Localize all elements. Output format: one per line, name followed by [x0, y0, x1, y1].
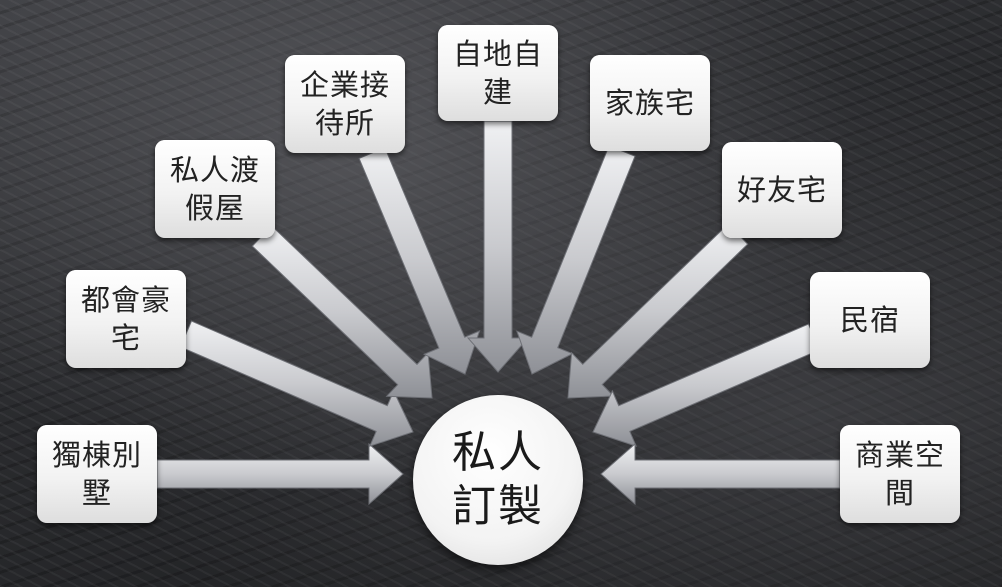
node-sirendujiawu: 私人渡假屋: [155, 140, 275, 238]
arrow-dudongbieshu: [156, 442, 404, 506]
arrow-duhuihaozhai: [179, 320, 414, 447]
node-label: 家族宅: [604, 86, 695, 120]
node-label: 都會豪宅: [80, 283, 171, 355]
node-label: 企業接待所: [299, 68, 390, 140]
center-circle: 私人訂製: [413, 395, 583, 565]
node-label: 商業空間: [854, 438, 945, 510]
node-haoyouzhai: 好友宅: [722, 142, 842, 238]
arrow-qiyejiedaisuo: [358, 146, 481, 375]
node-dudongbieshu: 獨棟別墅: [37, 425, 157, 523]
node-label: 獨棟別墅: [51, 438, 142, 510]
node-duhuihaozhai: 都會豪宅: [66, 270, 186, 368]
node-label: 自地自建: [452, 37, 543, 109]
arrow-jiazuzhai: [516, 145, 636, 375]
arrow-minsu: [592, 323, 821, 447]
arrow-shangyekongjian: [600, 442, 841, 506]
node-shangyekongjian: 商業空間: [840, 425, 960, 523]
arrow-haoyouzhai: [567, 223, 749, 399]
node-zidizijian: 自地自建: [438, 25, 558, 121]
node-label: 私人渡假屋: [169, 153, 260, 225]
arrow-zidizijian: [466, 120, 530, 373]
node-jiazuzhai: 家族宅: [590, 55, 710, 151]
node-label: 民宿: [839, 303, 900, 337]
arrow-sirendujiawu: [251, 225, 433, 399]
node-qiyejiedaisuo: 企業接待所: [285, 55, 405, 153]
center-label: 私人訂製: [452, 427, 544, 532]
node-minsu: 民宿: [810, 272, 930, 368]
node-label: 好友宅: [736, 173, 827, 207]
